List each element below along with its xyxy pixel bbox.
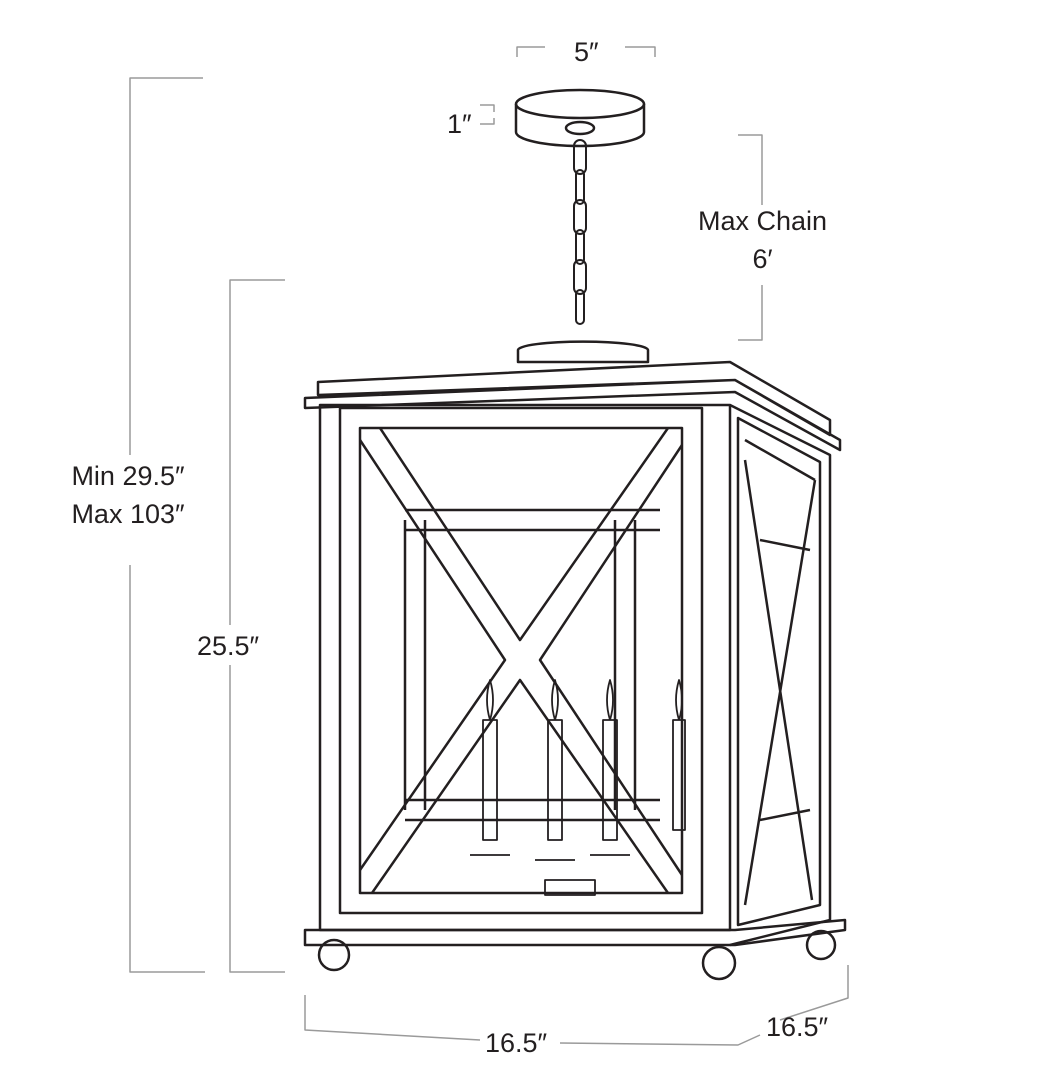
overall-min-label: Min 29.5″ (71, 461, 185, 491)
top-cap (516, 340, 650, 364)
body-height-label: 25.5″ (197, 631, 260, 661)
candles (470, 679, 686, 896)
chain-label: Max Chain (697, 206, 828, 236)
chain-value: 6′ (752, 244, 773, 274)
chain (573, 139, 587, 325)
roof (303, 360, 842, 452)
base (303, 918, 847, 947)
dimension-lines (129, 46, 849, 1046)
canopy-width-label: 5″ (574, 37, 599, 67)
canopy (514, 88, 646, 148)
canopy-height-label: 1″ (447, 109, 472, 139)
front-face (318, 403, 732, 932)
depth-label: 16.5″ (766, 1012, 829, 1042)
feet (317, 929, 837, 981)
width-label: 16.5″ (485, 1028, 548, 1058)
overall-max-label: Max 103″ (71, 499, 185, 529)
side-face (729, 403, 832, 947)
